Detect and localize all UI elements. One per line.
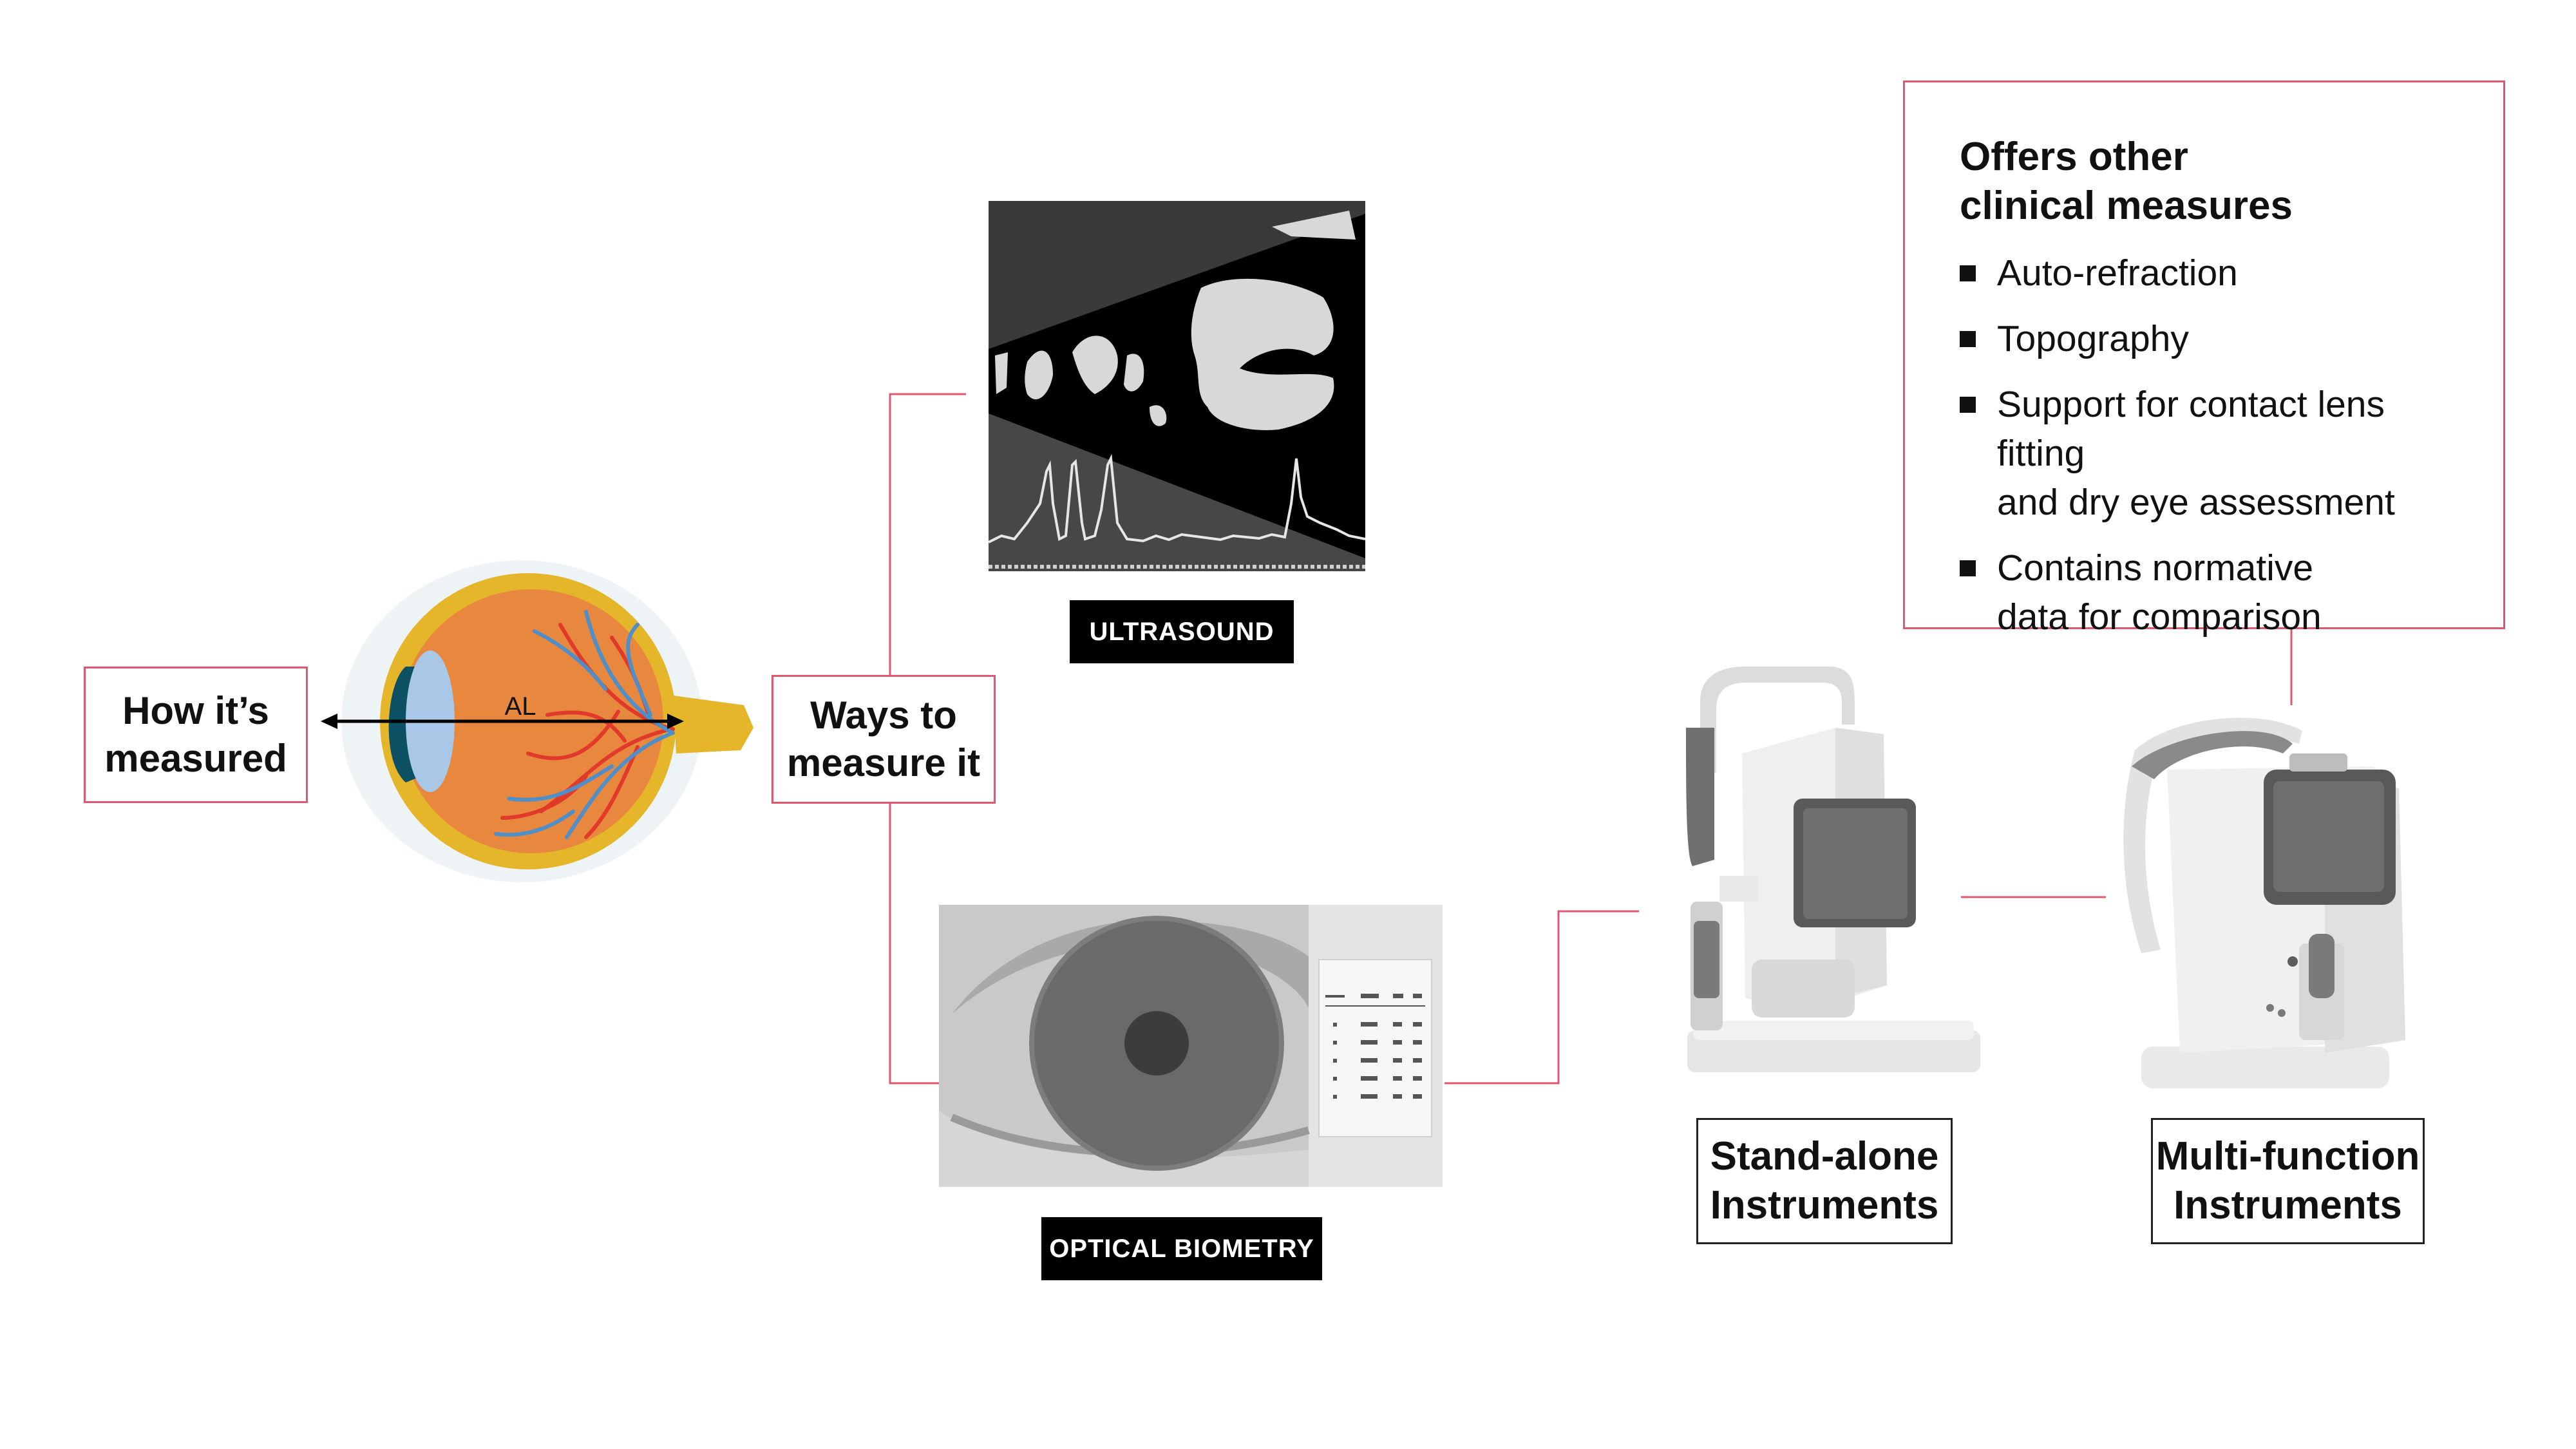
optical-to-standalone-line [1444, 910, 1639, 1084]
item-text: Support for contact lens fitting [1997, 384, 2385, 474]
ways-to-ultrasound-line [889, 393, 966, 692]
list-item: Contains normative data for comparison [1960, 544, 2477, 641]
optical-biometry-label: OPTICAL BIOMETRY [1041, 1217, 1322, 1280]
ultrasound-scan-icon [989, 201, 1365, 571]
square-bullet-icon [1960, 560, 1976, 576]
how-measured-box: How it’s measured [84, 667, 308, 803]
ways-to-measure-box: Ways to measure it [772, 675, 996, 804]
multifunction-instruments-box: Multi-function Instruments [2151, 1118, 2425, 1244]
item-text: Topography [1997, 318, 2189, 359]
multifunction-line1: Multi-function [2155, 1134, 2420, 1179]
eye-closeup-icon [939, 905, 1443, 1187]
clinical-measures-list: Auto-refraction Topography Support for c… [1960, 249, 2477, 641]
ways-to-measure-line2: measure it [786, 741, 981, 784]
item-text: and dry eye assessment [1997, 482, 2395, 523]
axial-length-label: AL [505, 692, 536, 721]
ways-to-optical-line [889, 804, 940, 1084]
list-item: Auto-refraction [1960, 249, 2477, 298]
how-measured-line2: measured [104, 737, 287, 780]
item-text: Contains normative [1997, 547, 2314, 589]
item-text: Auto-refraction [1997, 252, 2238, 294]
how-measured-line1: How it’s [122, 689, 269, 732]
standalone-instrument-icon [1686, 667, 1980, 1072]
ultrasound-label: ULTRASOUND [1070, 600, 1294, 663]
standalone-line2: Instruments [1710, 1183, 1939, 1227]
clinical-measures-title: Offers other clinical measures [1960, 133, 2477, 231]
standalone-instruments-box: Stand-alone Instruments [1696, 1118, 1953, 1244]
square-bullet-icon [1960, 331, 1976, 347]
list-item: Topography [1960, 314, 2477, 363]
item-text: data for comparison [1997, 596, 2322, 638]
title-line2: clinical measures [1960, 184, 2293, 228]
eye-cross-section-icon: AL [321, 560, 753, 882]
multifunction-line2: Instruments [2174, 1183, 2402, 1227]
list-item: Support for contact lens fitting and dry… [1960, 380, 2477, 527]
standalone-line1: Stand-alone [1710, 1134, 1939, 1179]
clinical-measures-box: Offers other clinical measures Auto-refr… [1903, 80, 2505, 638]
square-bullet-icon [1960, 397, 1976, 413]
multifunction-instrument-icon [2123, 717, 2405, 1088]
square-bullet-icon [1960, 265, 1976, 281]
title-line1: Offers other [1960, 135, 2188, 179]
ways-to-measure-line1: Ways to [810, 694, 957, 737]
